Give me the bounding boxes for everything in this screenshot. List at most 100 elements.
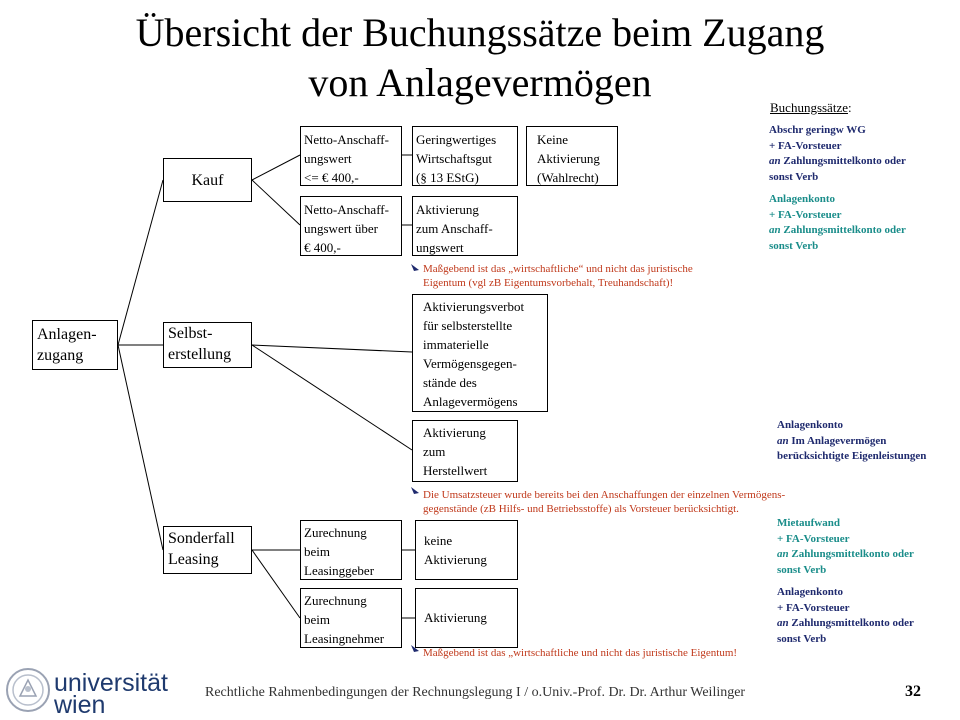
bs-anlage2-line-3: an Zahlungsmittelkonto oder xyxy=(777,616,914,632)
page-title: Übersicht der Buchungssätze beim Zugang … xyxy=(60,8,900,108)
bs-anlage-line-2: + FA-Vorsteuer xyxy=(769,208,842,221)
buchungssaetze-heading-colon: : xyxy=(847,100,852,115)
netto-low-line-2: ungswert xyxy=(304,151,352,166)
bs-eigen-line-1: Anlagenkonto xyxy=(777,419,844,431)
nehmer-line-2: beim xyxy=(304,612,330,627)
anlagenzugang-line-1: Anlagen- xyxy=(37,326,97,343)
leasing-box: Sonderfall Leasing xyxy=(163,526,252,574)
bs-anlage-an: an xyxy=(769,224,781,236)
netto-high-line-1: Netto-Anschaff- xyxy=(304,202,389,217)
aktivierung-box: Aktivierung xyxy=(415,588,518,648)
title-line-1: Übersicht der Buchungssätze beim Zugang xyxy=(135,10,825,55)
herst-line-1: Aktivierung xyxy=(423,425,486,440)
anlagenzugang-box: Anlagen- zugang xyxy=(32,320,118,370)
bs-anlage-line-1: Anlagenkonto xyxy=(769,193,836,205)
note1-line-2: Eigentum (vgl zB Eigentumsvorbehalt, Tre… xyxy=(423,277,674,289)
buchungssatz-gwg: Abschr geringw WG + FA-Vorsteuer an Zahl… xyxy=(769,123,906,185)
bs-gwg-line-3: an Zahlungsmittelkonto oder xyxy=(769,154,906,170)
bs-eigen-line-2: an Im Anlagevermögen xyxy=(777,434,926,450)
bs-anlage2-line-4: sonst Verb xyxy=(777,632,827,645)
aktivierungsverbot-box: Aktivierungsverbot für selbsterstellte i… xyxy=(412,294,548,412)
nehmer-line-1: Zurechnung xyxy=(304,593,367,608)
geber-line-1: Zurechnung xyxy=(304,525,367,540)
netto-high-line-3: € 400,- xyxy=(304,240,341,255)
bs-anlage-konto: Zahlungsmittelkonto oder xyxy=(780,224,906,236)
bs-gwg-line-4: sonst Verb xyxy=(769,170,819,183)
gwg-line-1: Geringwertiges xyxy=(416,132,497,147)
bs-anlage-line-4: sonst Verb xyxy=(769,239,819,252)
bs-eigen-line-3: berücksichtigte Eigenleistungen xyxy=(777,450,927,462)
aktivierung-herstellwert-box: Aktivierung zum Herstellwert xyxy=(412,420,518,482)
bs-eigen-konto: Im Anlagevermögen xyxy=(788,434,887,447)
keine-akt2-line-2: Aktivierung xyxy=(424,552,487,567)
logo-line-2: wien xyxy=(54,691,106,719)
note2-line-2: gegenstände (zB Hilfs- und Betriebsstoff… xyxy=(423,503,739,515)
gwg-line-2: Wirtschaftsgut xyxy=(416,151,493,166)
anlagenzugang-line-2: zugang xyxy=(37,347,84,364)
keine-akt2-line-1: keine xyxy=(424,533,453,548)
buchungssatz-eigenleistungen: Anlagenkonto an Im Anlagevermögen berück… xyxy=(777,418,926,465)
bs-anlage2-line-2: + FA-Vorsteuer xyxy=(777,601,850,614)
netto-low-line-1: Netto-Anschaff- xyxy=(304,132,389,147)
bs-gwg-konto: Zahlungsmittelkonto oder xyxy=(780,155,906,167)
bs-miet-an: an xyxy=(777,548,789,560)
selbsterstellung-line-2: erstellung xyxy=(168,346,232,363)
netto-high-line-2: ungswert über xyxy=(304,221,379,236)
note2-line-1: Die Umsatzsteuer wurde bereits bei den A… xyxy=(423,489,786,501)
selbsterstellung-box: Selbst- erstellung xyxy=(163,322,252,368)
footer-text: Rechtliche Rahmenbedingungen der Rechnun… xyxy=(205,685,746,700)
akt3-label: Aktivierung xyxy=(424,610,487,625)
akt-ansch-line-2: zum Anschaff- xyxy=(416,221,493,236)
verbot-line-4: Vermögensgegen- xyxy=(423,356,517,371)
buchungssatz-mietaufwand: Mietaufwand + FA-Vorsteuer an Zahlungsmi… xyxy=(777,516,914,578)
keine-aktivierung-box: keine Aktivierung xyxy=(415,520,518,580)
nehmer-line-3: Leasingnehmer xyxy=(304,631,385,646)
logo-line-1: universität xyxy=(54,669,168,697)
bs-miet-line-1: Mietaufwand xyxy=(777,517,840,529)
title-line-2: von Anlagevermögen xyxy=(308,60,652,105)
bs-miet-konto: Zahlungsmittelkonto oder xyxy=(788,548,914,560)
keine-akt-line-3: (Wahlrecht) xyxy=(537,170,599,185)
akt-ansch-line-1: Aktivierung xyxy=(416,202,479,217)
herst-line-3: Herstellwert xyxy=(423,463,488,478)
kauf-box: Kauf xyxy=(163,158,252,202)
buchungssaetze-heading-text: Buchungssätze xyxy=(770,100,848,115)
gwg-box: Geringwertiges Wirtschaftsgut (§ 13 EStG… xyxy=(412,126,518,186)
gwg-line-3: (§ 13 EStG) xyxy=(416,170,479,185)
verbot-line-5: stände des xyxy=(423,375,477,390)
geber-line-2: beim xyxy=(304,544,330,559)
note-umsatzsteuer: Die Umsatzsteuer wurde bereits bei den A… xyxy=(423,488,785,516)
bs-anlage2-line-1: Anlagenkonto xyxy=(777,586,844,598)
netto-low-line-3: <= € 400,- xyxy=(304,170,359,185)
page-number: 32 xyxy=(905,683,921,700)
bs-anlage2-an: an xyxy=(777,617,789,629)
akt-ansch-line-3: ungswert xyxy=(416,240,464,255)
note-leasing-eigentum: Maßgebend ist das „wirtschaftliche und n… xyxy=(423,646,737,660)
keine-akt-line-1: Keine xyxy=(537,132,569,147)
aktivierung-anschaffungswert-box: Aktivierung zum Anschaff- ungswert xyxy=(412,196,518,256)
zurechnung-leasingnehmer-box: Zurechnung beim Leasingnehmer xyxy=(300,588,402,648)
bs-gwg-an: an xyxy=(769,155,781,167)
bs-miet-line-2: + FA-Vorsteuer xyxy=(777,532,850,545)
university-logo-wordmark: universität wien xyxy=(54,669,168,719)
bs-eigen-an: an xyxy=(777,434,789,447)
verbot-line-1: Aktivierungsverbot xyxy=(423,299,525,314)
bs-miet-line-3: an Zahlungsmittelkonto oder xyxy=(777,547,914,563)
keine-aktivierung-wahlrecht-box: Keine Aktivierung (Wahlrecht) xyxy=(526,126,618,186)
buchungssaetze-heading: Buchungssätze: xyxy=(770,100,852,116)
buchungssatz-anlagenkonto: Anlagenkonto + FA-Vorsteuer an Zahlungsm… xyxy=(769,192,906,254)
verbot-line-3: immaterielle xyxy=(423,337,489,352)
verbot-line-6: Anlagevermögens xyxy=(423,394,518,409)
buchungssatz-anlagenkonto-leasing: Anlagenkonto + FA-Vorsteuer an Zahlungsm… xyxy=(777,585,914,647)
zurechnung-leasinggeber-box: Zurechnung beim Leasinggeber xyxy=(300,520,402,580)
note3-line-1: Maßgebend ist das „wirtschaftliche und n… xyxy=(423,647,738,659)
bs-gwg-line-1: Abschr geringw WG xyxy=(769,124,866,136)
leasing-line-1: Sonderfall xyxy=(168,530,235,547)
bs-gwg-line-2: + FA-Vorsteuer xyxy=(769,139,842,152)
bs-anlage-line-3: an Zahlungsmittelkonto oder xyxy=(769,223,906,239)
bs-anlage2-konto: Zahlungsmittelkonto oder xyxy=(788,617,914,629)
geber-line-3: Leasinggeber xyxy=(304,563,375,578)
kauf-label: Kauf xyxy=(191,172,224,189)
note-wirtschaftliches-eigentum: Maßgebend ist das „wirtschaftliche“ und … xyxy=(423,262,693,290)
